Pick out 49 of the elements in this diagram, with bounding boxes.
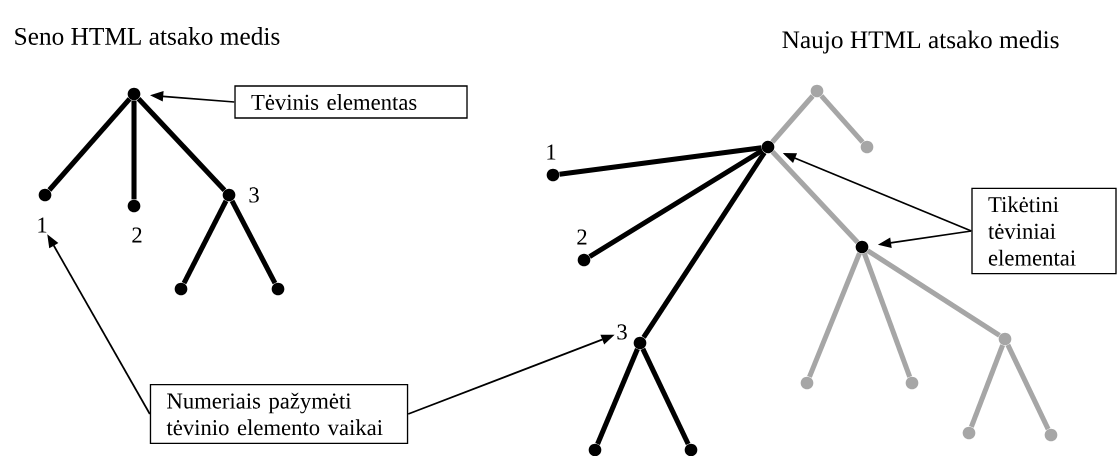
tree-node — [905, 376, 919, 390]
tree-branch — [1005, 343, 1051, 431]
tree-branch — [588, 148, 764, 259]
tree-node — [810, 84, 824, 98]
tree-branch — [181, 199, 229, 285]
callout-box: Tikėtini tėviniai elementai — [971, 187, 1117, 275]
tree-node — [962, 426, 976, 440]
number-label: 3 — [617, 324, 627, 340]
tree-node — [546, 168, 560, 182]
tree-branch — [866, 248, 1001, 338]
tree-node — [127, 87, 141, 101]
number-label: 1 — [547, 144, 556, 160]
tree-title: Seno HTML atsako medis — [15, 27, 280, 45]
callout-box: Numeriais pažymėti tėvinio elemento vaikai — [149, 384, 409, 444]
tree-node — [38, 188, 52, 202]
tree-branch — [819, 94, 865, 144]
number-label: 3 — [249, 187, 259, 203]
tree-node — [855, 240, 869, 254]
tree-node — [588, 443, 602, 456]
tree-branch — [640, 347, 691, 446]
tree-node — [998, 332, 1012, 346]
tree-branch — [136, 97, 227, 192]
tree-branch — [807, 252, 862, 378]
tree-node — [633, 336, 647, 350]
tree-node — [684, 443, 698, 456]
tree-node — [860, 140, 874, 154]
callout-box: Tėvinis elementas — [234, 85, 468, 119]
number-label: 2 — [577, 229, 587, 245]
number-label: 1 — [38, 217, 47, 233]
tree-node — [271, 282, 285, 296]
tree-node — [761, 140, 775, 154]
tree-node — [127, 199, 141, 213]
tree-branch — [131, 100, 137, 200]
tree-node — [800, 376, 814, 390]
tree-branch — [770, 94, 815, 144]
tree-branch — [641, 151, 767, 339]
tree-branch — [770, 150, 860, 244]
tree-node — [577, 253, 591, 267]
number-label: 2 — [132, 227, 142, 243]
tree-branch — [595, 348, 640, 445]
tree-title: Naujo HTML atsako medis — [782, 30, 1059, 54]
tree-branch — [229, 199, 278, 285]
tree-branch — [559, 145, 762, 177]
tree-node — [222, 188, 236, 202]
tree-node — [1044, 428, 1058, 442]
tree-branch — [969, 344, 1005, 428]
tree-branch — [47, 97, 132, 192]
tree-branch — [861, 252, 913, 378]
tree-node — [174, 282, 188, 296]
